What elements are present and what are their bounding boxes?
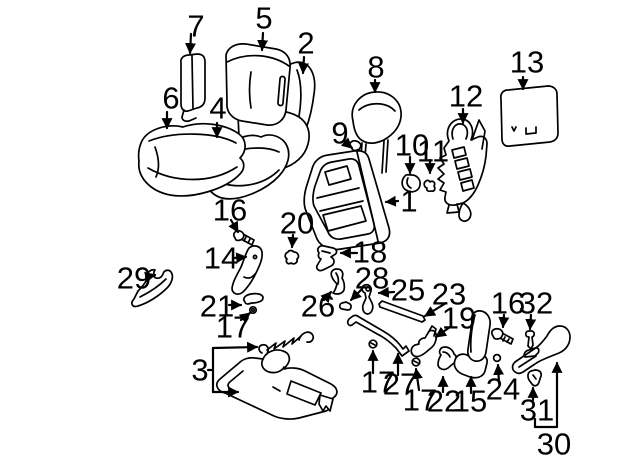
callout-30: 30 [536, 426, 572, 462]
callout-18: 18 [352, 234, 388, 270]
callout-20: 20 [279, 205, 315, 241]
callout-21: 21 [199, 288, 235, 324]
callout-1: 1 [400, 183, 418, 219]
callout-arrows [144, 31, 563, 429]
callout-4: 4 [209, 90, 227, 126]
callout-9: 9 [331, 115, 349, 151]
callout-15: 15 [452, 383, 488, 419]
callout-26: 26 [300, 288, 336, 324]
part-foot-cover-22 [437, 346, 458, 371]
callout-7: 7 [187, 8, 205, 44]
callout-16-b: 16 [490, 285, 526, 321]
part-seat-back-frame [303, 149, 391, 251]
callout-5: 5 [255, 0, 273, 36]
callout-23: 23 [431, 276, 467, 312]
callout-31: 31 [519, 392, 555, 428]
callout-16-a: 16 [212, 192, 248, 228]
part-seat-cushion-left [137, 122, 246, 197]
part-bolt-17c [411, 357, 421, 367]
callout-13: 13 [509, 44, 545, 80]
part-back-panel [499, 85, 559, 148]
callout-10: 10 [394, 127, 430, 163]
callout-29: 29 [116, 260, 152, 296]
callout-2: 2 [297, 25, 315, 61]
part-washer-24 [492, 353, 502, 363]
part-lever-26 [330, 268, 346, 295]
callout-12: 12 [448, 78, 484, 114]
callout-14: 14 [203, 240, 239, 276]
part-clip-11 [423, 179, 436, 193]
callout-3: 3 [191, 352, 209, 388]
part-latch-21 [242, 292, 264, 315]
callout-27: 27 [382, 366, 418, 402]
callout-17-c: 17 [402, 382, 438, 418]
callout-11: 11 [416, 133, 450, 169]
part-bolt-17b [368, 339, 378, 349]
part-screw-32 [524, 330, 536, 350]
part-clip-20 [284, 249, 300, 265]
part-bolt-16a [232, 229, 255, 246]
part-torsion-rod-27 [346, 314, 410, 357]
part-rod-23 [378, 300, 426, 323]
callout-17-b: 17 [360, 364, 396, 400]
part-bracket-19 [410, 325, 438, 358]
callout-25: 25 [390, 272, 426, 308]
part-side-shield-30 [511, 325, 571, 375]
part-headrest-guide [401, 173, 421, 193]
callout-28: 28 [354, 260, 390, 296]
part-bracket-18 [315, 245, 338, 272]
part-clip-28 [338, 301, 352, 311]
callout-17-a: 17 [215, 309, 251, 345]
part-armrest [180, 53, 206, 123]
part-bolt-16b [491, 327, 514, 345]
callout-8: 8 [367, 49, 385, 85]
callout-6: 6 [162, 80, 180, 116]
callout-19: 19 [441, 300, 477, 336]
callout-32: 32 [518, 285, 554, 321]
part-clip-31 [527, 369, 543, 387]
part-seat-back-cushion [225, 43, 291, 126]
callout-22: 22 [426, 383, 462, 419]
callout-24: 24 [485, 371, 521, 407]
part-link-25 [361, 283, 374, 315]
part-recliner-handle [231, 245, 263, 295]
part-seat-pan [215, 349, 338, 420]
part-seat-wire [258, 331, 315, 355]
